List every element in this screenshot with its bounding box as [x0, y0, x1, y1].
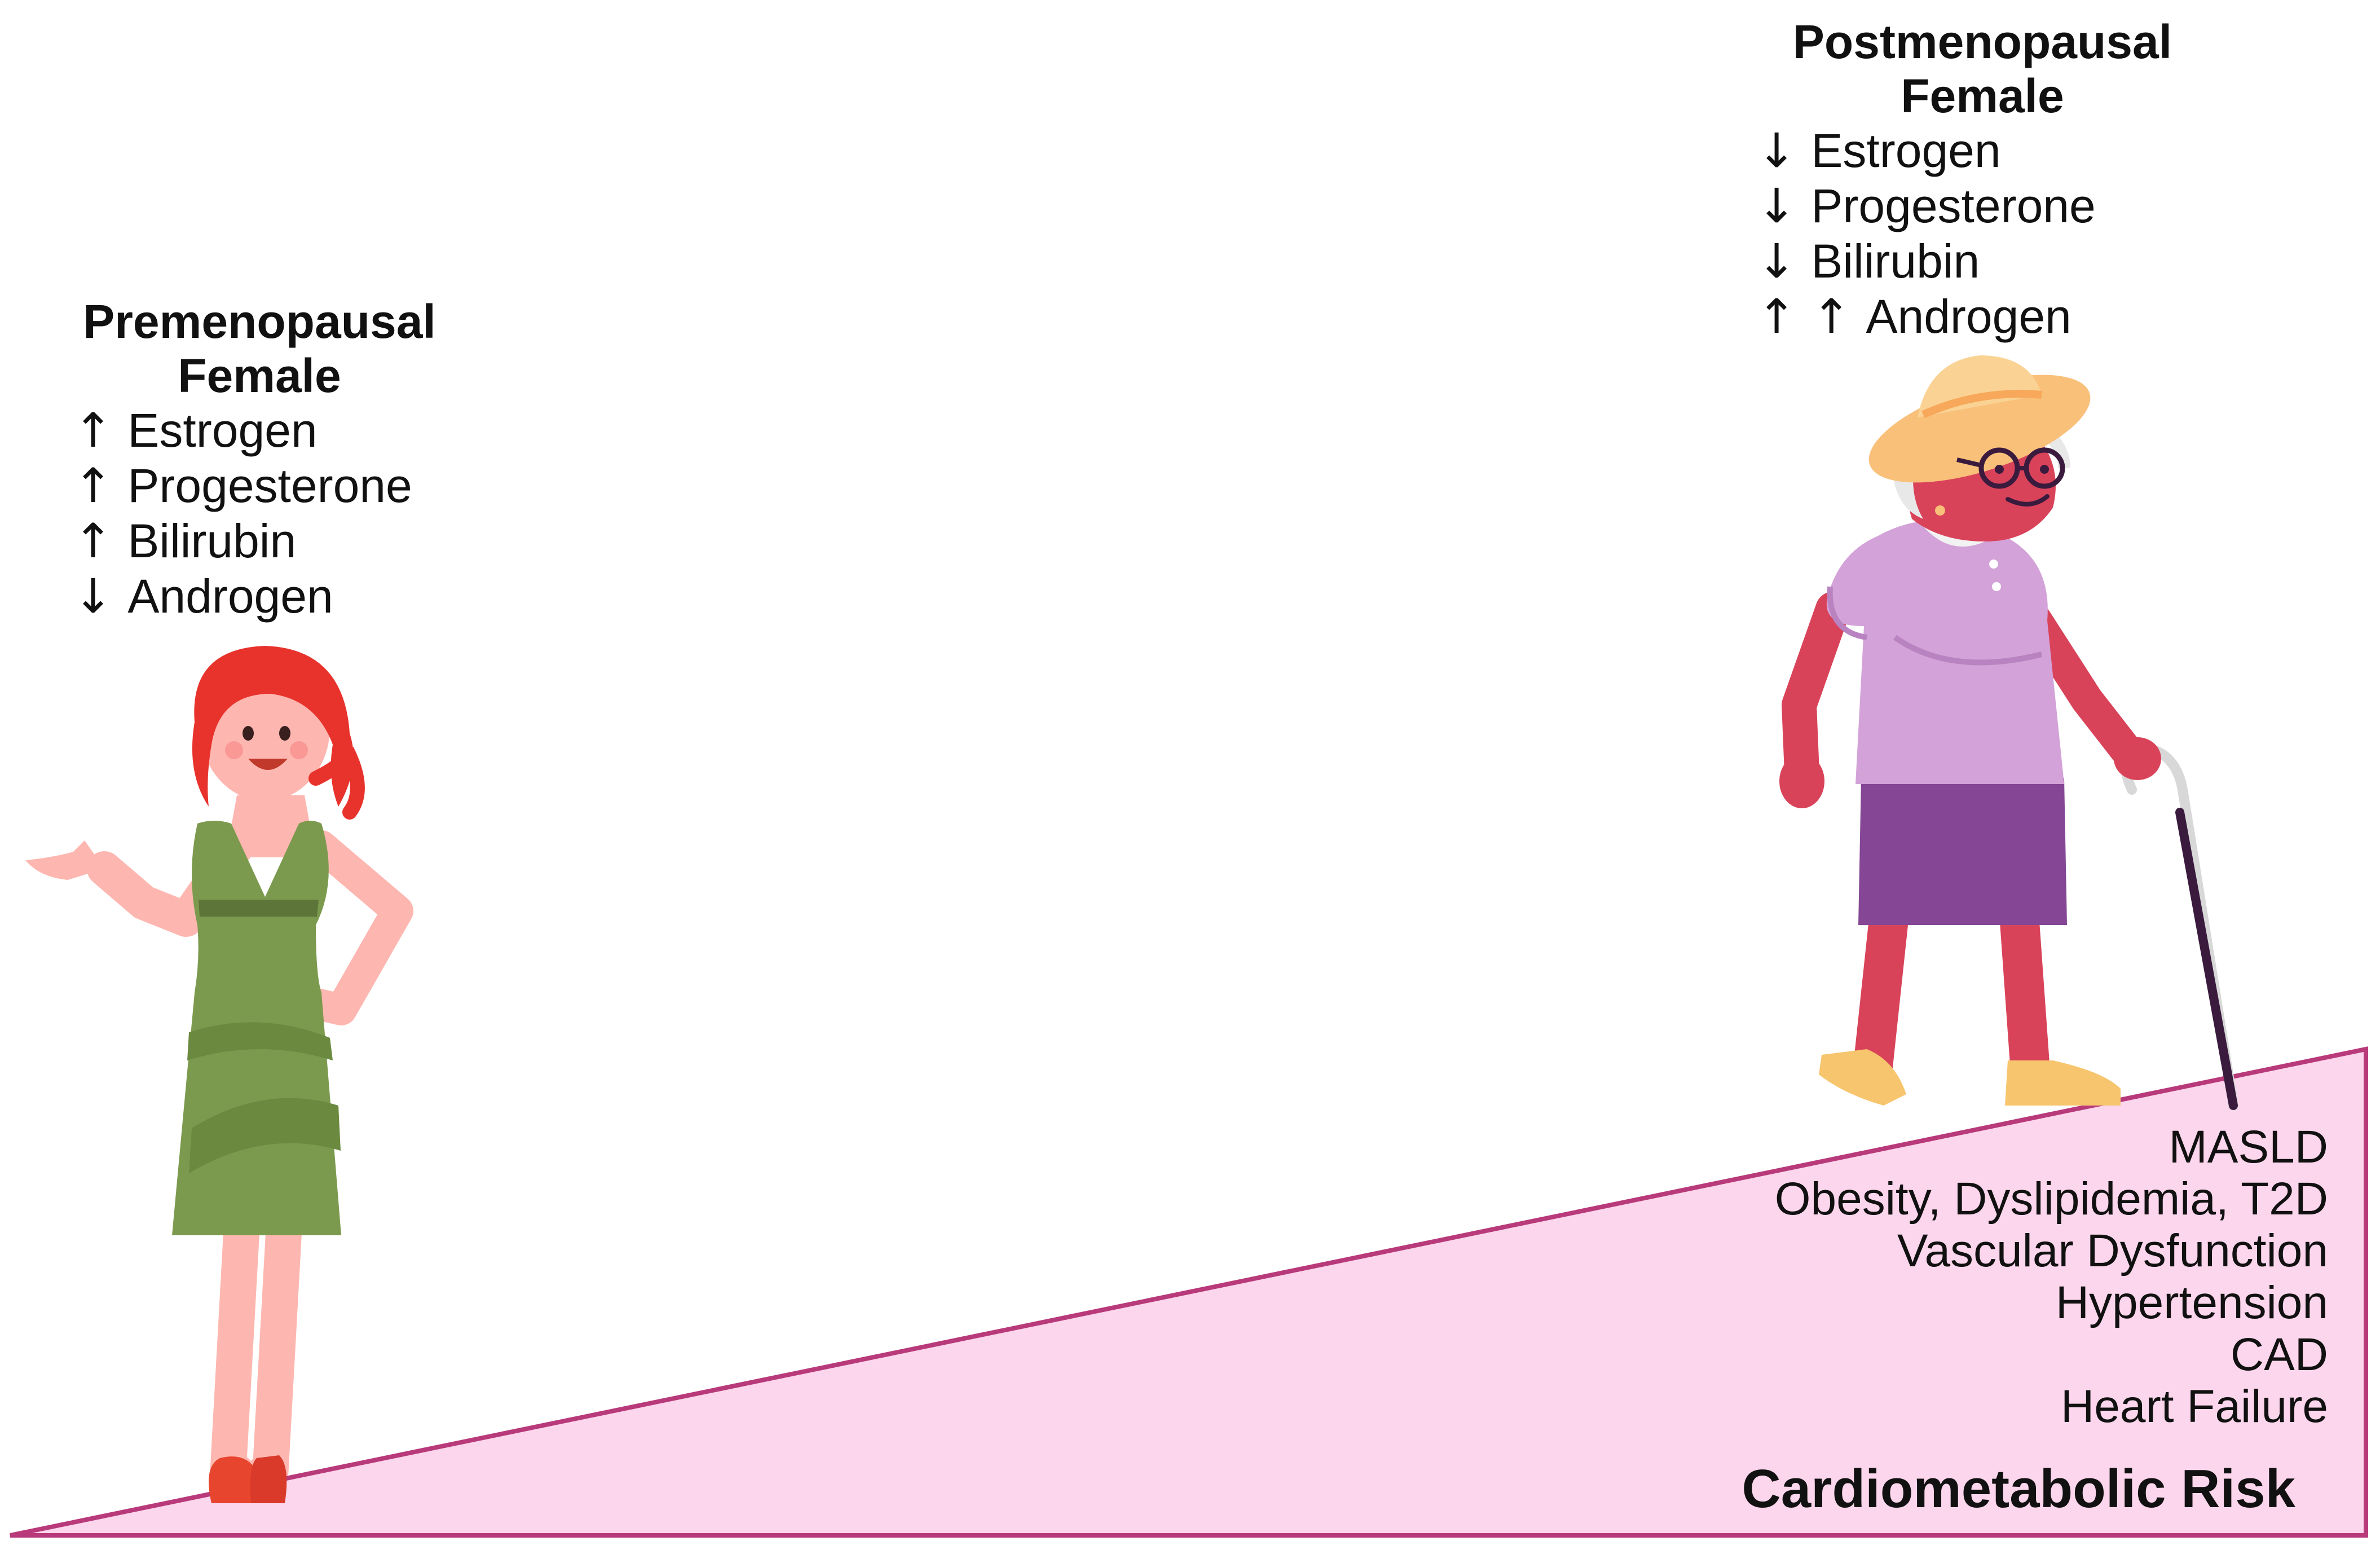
premenopausal-title: Premenopausal Female	[73, 294, 446, 403]
hormone-label: Androgen	[127, 570, 333, 623]
hormone-label: Progesterone	[1811, 179, 2096, 232]
postmenopausal-hormone-estrogen: ↓ Estrogen	[1757, 123, 2264, 178]
arrow-up-icon: ↑	[73, 458, 113, 513]
arrow-down-icon: ↓	[1757, 234, 1797, 289]
risk-condition-vascular: Vascular Dysfunction	[1897, 1225, 2328, 1276]
risk-condition-cad: CAD	[2230, 1329, 2328, 1380]
hormone-label: Bilirubin	[1811, 235, 1980, 288]
hormone-label: Progesterone	[127, 459, 412, 512]
hormone-label: Bilirubin	[127, 514, 297, 567]
arrow-up-icon: ↑	[73, 403, 113, 458]
postmenopausal-title-line1: Postmenopausal	[1792, 15, 2172, 68]
postmenopausal-woman-illustration	[1779, 355, 2238, 1111]
postmenopausal-label-block: Postmenopausal Female ↓ Estrogen ↓ Progest…	[1757, 15, 2264, 344]
hormone-label: Estrogen	[1811, 124, 2001, 177]
postmenopausal-hormone-bilirubin: ↓ Bilirubin	[1757, 234, 2264, 289]
premenopausal-woman-illustration	[25, 646, 413, 1503]
premenopausal-title-line1: Premenopausal	[83, 295, 436, 348]
postmenopausal-title-line2: Female	[1901, 69, 2064, 122]
risk-condition-heart-failure: Heart Failure	[2061, 1381, 2328, 1432]
risk-condition-masld: MASLD	[2169, 1121, 2328, 1173]
postmenopausal-title: Postmenopausal Female	[1757, 15, 2208, 123]
risk-conditions-list: MASLD Obesity, Dyslipidemia, T2D Vascula…	[1775, 1121, 2328, 1433]
premenopausal-hormone-progesterone: ↑ Progesterone	[73, 458, 468, 513]
premenopausal-label-block: Premenopausal Female ↑ Estrogen ↑ Progeste…	[73, 294, 468, 624]
risk-condition-obesity: Obesity, Dyslipidemia, T2D	[1774, 1173, 2328, 1225]
premenopausal-hormone-estrogen: ↑ Estrogen	[73, 403, 468, 458]
cardiometabolic-risk-title: Cardiometabolic Risk	[1742, 1459, 2295, 1519]
double-arrow-up-icon: ↑ ↑	[1757, 289, 1852, 344]
hormone-label: Androgen	[1866, 290, 2072, 343]
arrow-down-icon: ↓	[1757, 123, 1797, 178]
arrow-down-icon: ↓	[73, 569, 113, 624]
arrow-up-icon: ↑	[73, 513, 113, 569]
postmenopausal-hormone-androgen: ↑ ↑ Androgen	[1757, 289, 2264, 344]
hormone-label: Estrogen	[127, 404, 318, 457]
risk-condition-hypertension: Hypertension	[2055, 1277, 2328, 1328]
risk-wedge	[10, 1046, 2368, 1538]
postmenopausal-hormone-progesterone: ↓ Progesterone	[1757, 178, 2264, 234]
premenopausal-title-line2: Female	[178, 349, 341, 402]
premenopausal-hormone-bilirubin: ↑ Bilirubin	[73, 513, 468, 569]
arrow-down-icon: ↓	[1757, 178, 1797, 234]
premenopausal-hormone-androgen: ↓ Androgen	[73, 569, 468, 624]
